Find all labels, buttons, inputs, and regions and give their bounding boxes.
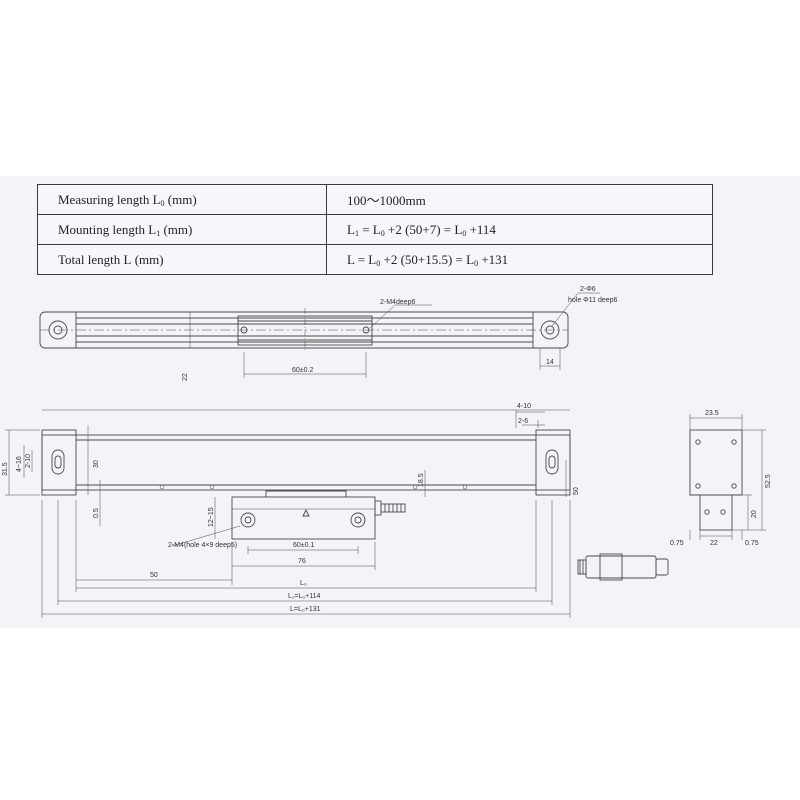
dim-4-16: 4~16 bbox=[16, 456, 23, 472]
dim-31-5: 31.5 bbox=[2, 462, 9, 476]
dim-23-5: 23.5 bbox=[705, 410, 719, 417]
dim-2-10: 2-10 bbox=[25, 454, 32, 468]
connector-plug bbox=[577, 553, 669, 581]
dim-12-15: 12~15 bbox=[208, 507, 215, 527]
dim-50-vertical: 50 bbox=[573, 487, 580, 495]
front-left-slot bbox=[51, 449, 65, 475]
dim-52-5: 52.5 bbox=[765, 474, 772, 488]
dim-0-5: 0.5 bbox=[93, 508, 100, 518]
table-cell-value: L1 = L0 +2 (50+7) = L0 +114 bbox=[326, 214, 713, 245]
front-view-scale bbox=[41, 429, 571, 496]
cable-gland bbox=[374, 500, 406, 516]
callout-hole-2: hole Φ11 deep6 bbox=[568, 297, 618, 304]
dim-20: 20 bbox=[751, 510, 758, 518]
right-mount-hole bbox=[540, 320, 560, 340]
dim-60-top: 60±0.2 bbox=[292, 367, 313, 374]
table-cell-value: L = L0 +2 (50+15.5) = L0 +131 bbox=[326, 244, 713, 275]
callout-bottom: 2-M4(hole 4×9 deep5) bbox=[168, 542, 237, 549]
technical-drawing: 2-M4deep6 2-Φ6 hole Φ11 deep6 22 60±0.2 … bbox=[2, 286, 772, 618]
table-cell-label: Total length L (mm) bbox=[37, 244, 327, 275]
dim-22-top: 22 bbox=[182, 373, 189, 381]
dim-22-side: 22 bbox=[710, 540, 718, 547]
table-row: Total length L (mm) L = L0 +2 (50+15.5) … bbox=[37, 244, 713, 275]
table-cell-label: Measuring length L0 (mm) bbox=[37, 184, 327, 215]
callout-hole-1: 2-Φ6 bbox=[580, 286, 596, 293]
dim-4-10: 4-10 bbox=[517, 403, 531, 410]
spec-table: Measuring length L0 (mm) 100～1000mm Moun… bbox=[37, 184, 713, 275]
dim-30: 30 bbox=[93, 460, 100, 468]
top-view-scale bbox=[39, 311, 569, 349]
table-cell-label: Mounting length L1 (mm) bbox=[37, 214, 327, 245]
table-cell-value: 100～1000mm bbox=[326, 184, 713, 215]
dim-L0: L₀ bbox=[300, 580, 307, 587]
front-right-slot bbox=[545, 449, 559, 475]
dim-2-6: 2-6 bbox=[518, 418, 528, 425]
table-row: Mounting length L1 (mm) L1 = L0 +2 (50+7… bbox=[37, 214, 713, 245]
dim-L1: L₁=L₀+114 bbox=[288, 593, 320, 600]
dim-18-5: 18.5 bbox=[418, 473, 425, 487]
top-view-read-head bbox=[237, 308, 373, 352]
dim-50: 50 bbox=[150, 572, 158, 579]
callout-m4: 2-M4deep6 bbox=[380, 299, 416, 306]
dim-0-75-right: 0.75 bbox=[745, 540, 759, 547]
left-mount-hole bbox=[48, 320, 68, 340]
dim-L: L=L₀+131 bbox=[290, 606, 321, 613]
table-row: Measuring length L0 (mm) 100～1000mm bbox=[37, 184, 713, 215]
side-view bbox=[689, 429, 743, 531]
dim-14-top: 14 bbox=[546, 359, 554, 366]
dim-76: 76 bbox=[298, 558, 306, 565]
dim-60-front: 60±0.1 bbox=[293, 542, 314, 549]
front-view-read-head bbox=[231, 490, 376, 540]
dim-0-75-left: 0.75 bbox=[670, 540, 684, 547]
